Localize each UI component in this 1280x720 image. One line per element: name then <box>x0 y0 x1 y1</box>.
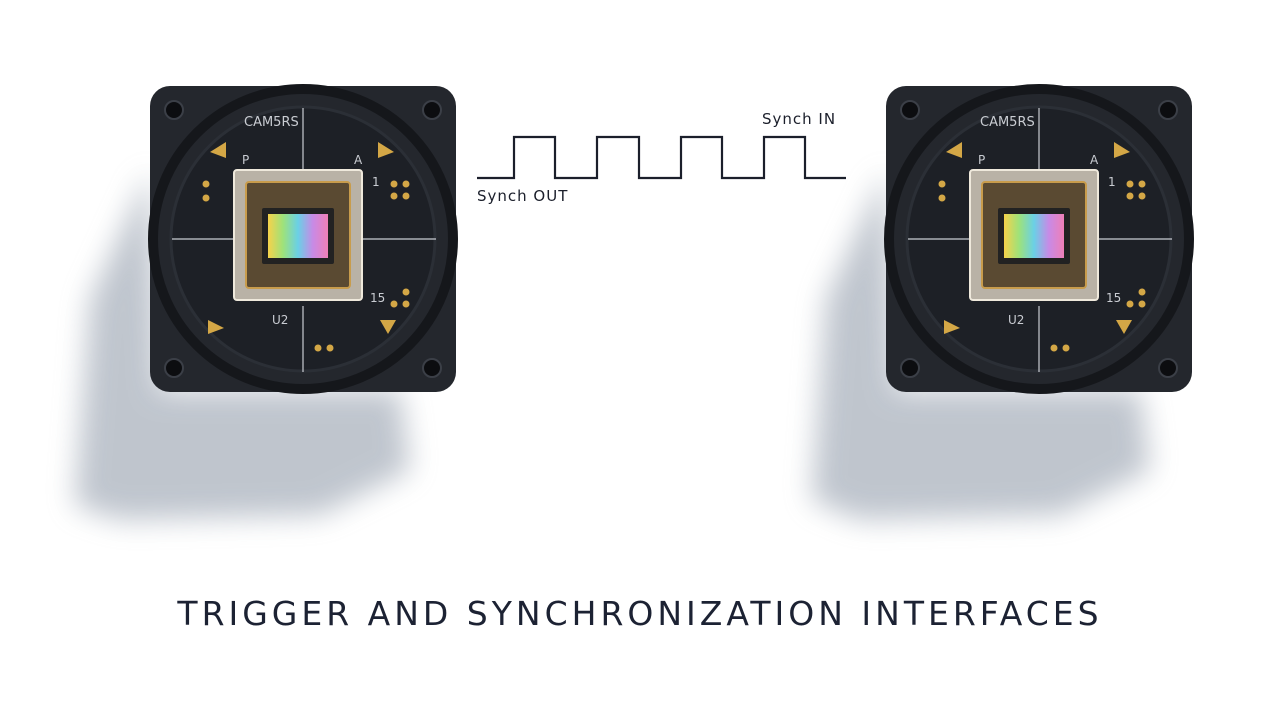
pcb-label-a: A <box>1090 153 1099 167</box>
model-label: CAM5RS <box>244 115 299 130</box>
pcb-traces <box>172 108 436 372</box>
pcb-traces <box>908 108 1172 372</box>
pcb-label-u2: U2 <box>272 313 288 327</box>
synch-square-wave <box>477 135 846 180</box>
gold-pads <box>202 142 410 352</box>
pcb-label-1: 1 <box>1108 175 1116 189</box>
mount-holes <box>900 100 1178 378</box>
sensor-spectrum <box>268 214 328 258</box>
gold-pads <box>938 142 1146 352</box>
camera-right: CAM5RS P A 1 15 U2 <box>884 84 1194 394</box>
synch-out-label: Synch OUT <box>477 187 569 205</box>
camera-right-shadow <box>812 170 1150 520</box>
pcb-label-15: 15 <box>1106 291 1121 305</box>
camera-left-shadow <box>75 170 410 520</box>
pcb-label-p: P <box>978 153 985 167</box>
page-caption: TRIGGER AND SYNCHRONIZATION INTERFACES <box>177 594 1103 633</box>
lens-mount-ring <box>148 84 458 394</box>
sensor-spectrum <box>1004 214 1064 258</box>
pcb-label-15: 15 <box>370 291 385 305</box>
synch-in-label: Synch IN <box>762 110 837 128</box>
camera-left: CAM5RS P A 1 15 U2 <box>148 84 458 394</box>
pcb-label-a: A <box>354 153 363 167</box>
pcb-label-u2: U2 <box>1008 313 1024 327</box>
model-label: CAM5RS <box>980 115 1035 130</box>
lens-mount-ring <box>884 84 1194 394</box>
pcb-label-p: P <box>242 153 249 167</box>
mount-holes <box>164 100 442 378</box>
pcb-label-1: 1 <box>372 175 380 189</box>
